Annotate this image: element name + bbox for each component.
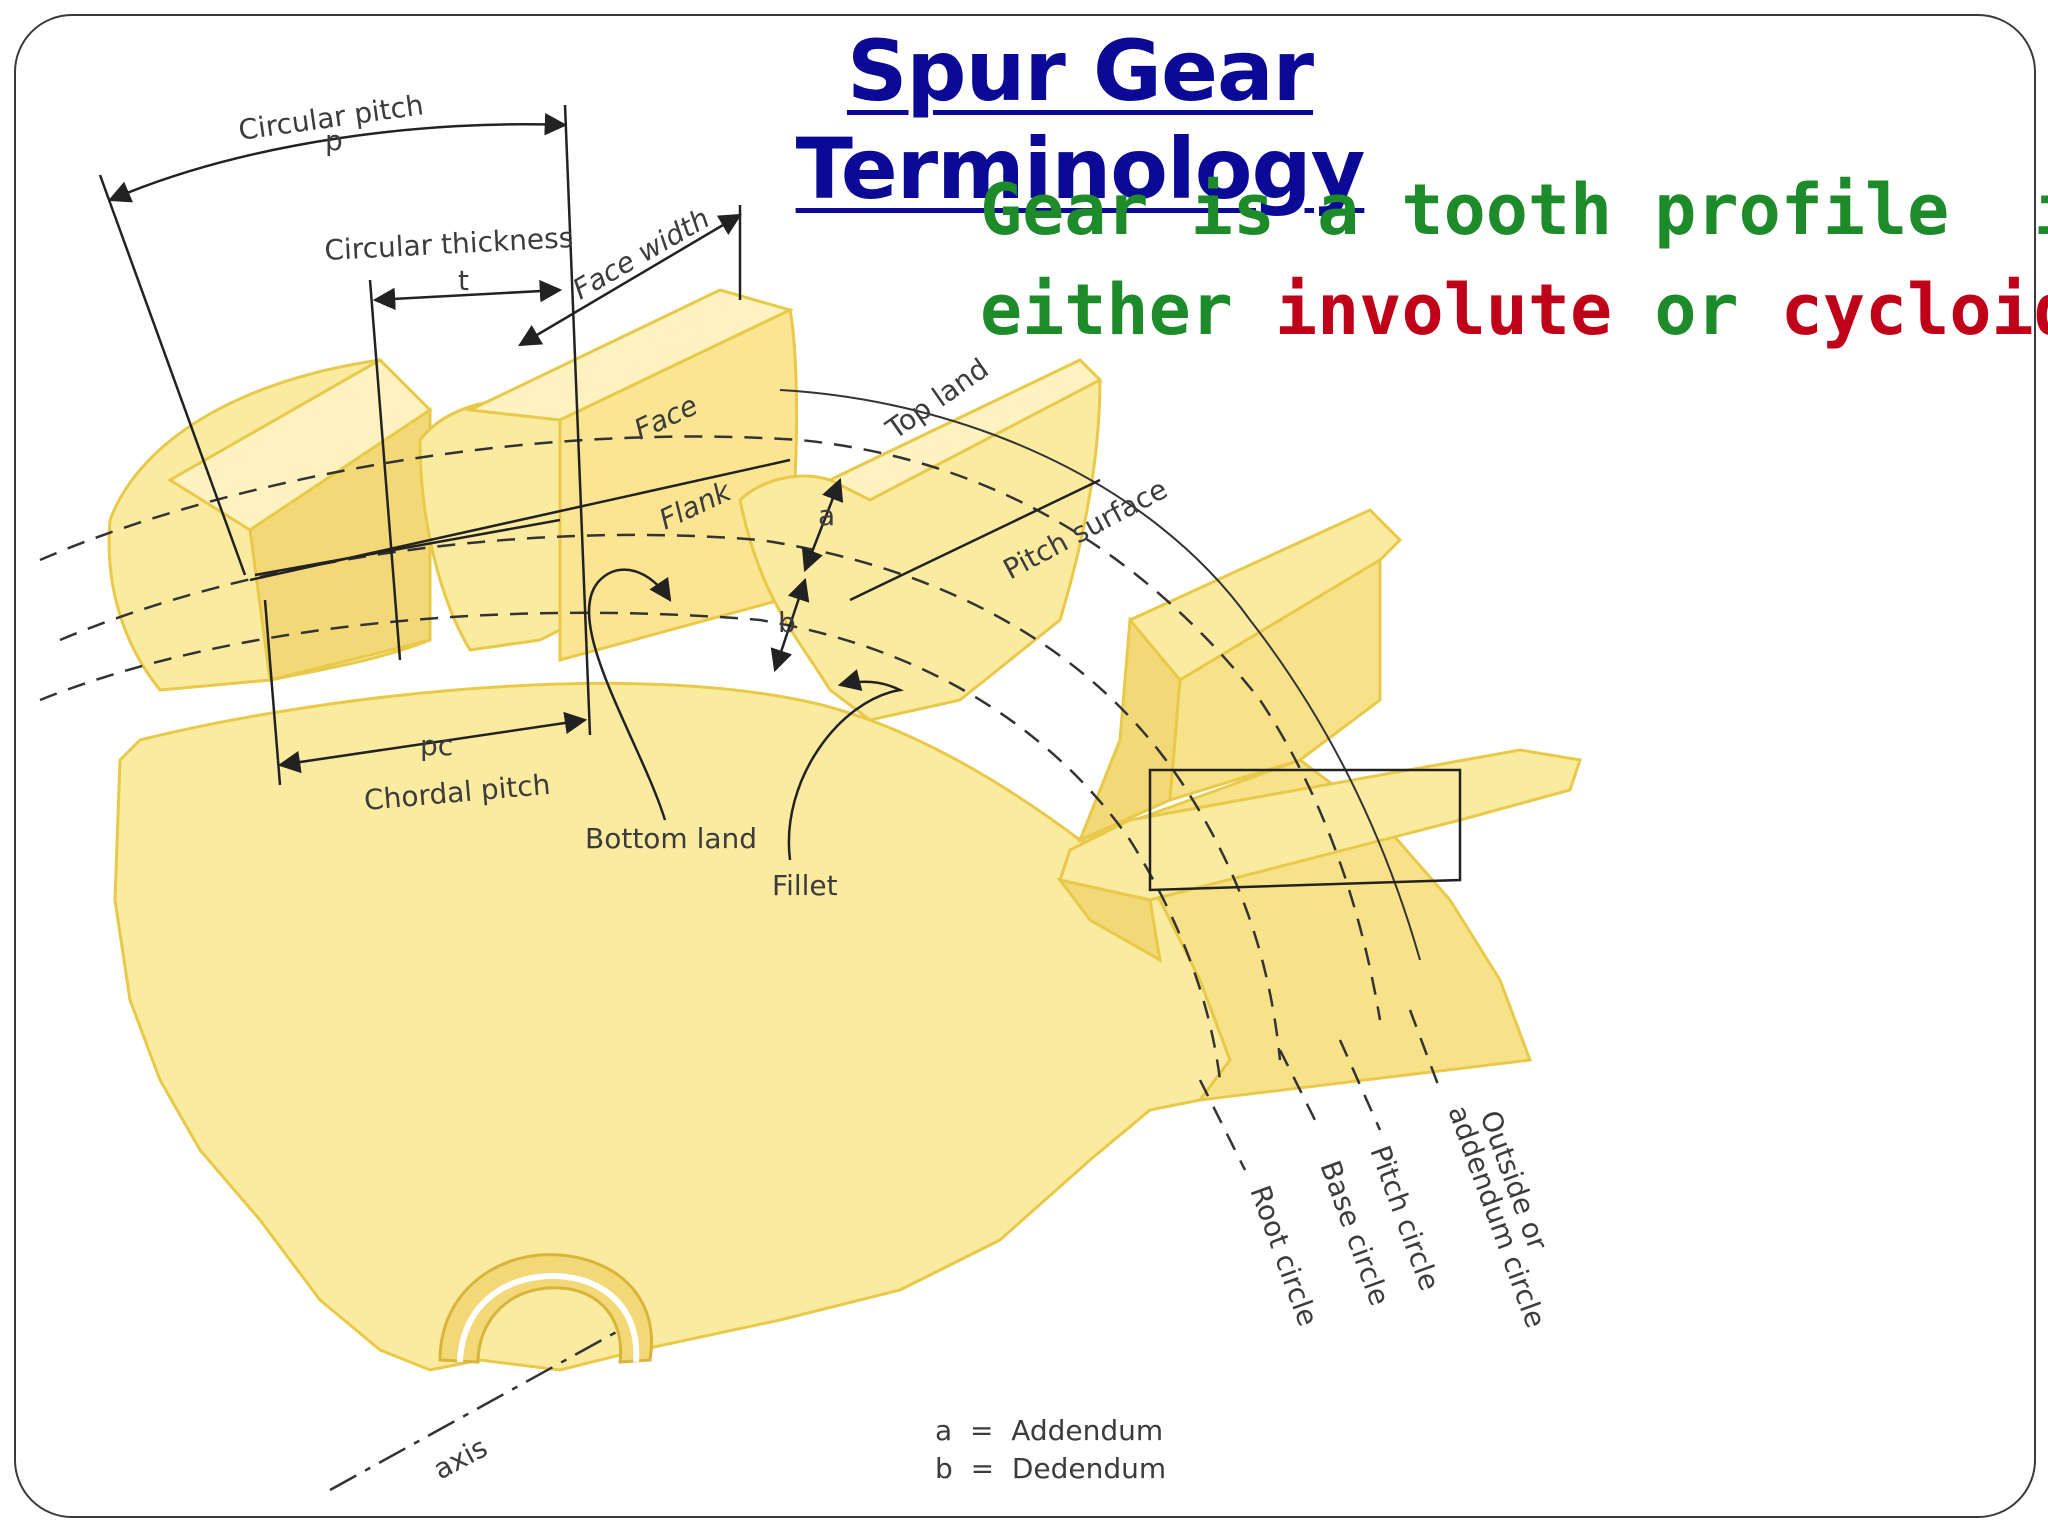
slide-subtitle: Gear is a tooth profile is either involu… — [980, 160, 2048, 360]
chordal-pitch-arrow — [277, 711, 588, 774]
subtitle-or: or — [1612, 269, 1781, 351]
gear-teeth — [107, 288, 1582, 963]
circular-pitch-arrow — [107, 113, 568, 203]
bracket-lines — [1148, 768, 1462, 892]
dedendum-arrow — [770, 577, 810, 673]
subtitle-line-2: either involute or cycloid. — [980, 260, 2048, 360]
chordal-extension-left — [263, 599, 282, 786]
legend-addendum: a = Addendum — [935, 1414, 1163, 1447]
fillet-pointer — [787, 669, 904, 861]
label-face-width: Face width — [567, 201, 715, 306]
top-land-line — [849, 478, 1101, 602]
subtitle-either: either — [980, 269, 1276, 351]
label-dedendum-symbol: b — [778, 606, 796, 639]
label-bottom-land: Bottom land — [585, 822, 757, 855]
pitch-extension-right — [563, 104, 592, 736]
root-line — [39, 611, 1222, 1081]
addendum-arrow — [801, 477, 844, 573]
pitch-extension-left — [98, 174, 247, 576]
subtitle-cycloid: cycloid — [1780, 269, 2048, 351]
face-line — [254, 518, 561, 577]
subtitle-line-1: Gear is a tooth profile is — [980, 169, 2048, 251]
legend-dedendum: b = Dedendum — [935, 1452, 1166, 1485]
outside-arc — [779, 389, 1421, 961]
pitch-line-upper — [39, 435, 1382, 1021]
root-circle-line — [1198, 1079, 1247, 1171]
base-circle-line — [1278, 1049, 1322, 1131]
label-circular-pitch-symbol: p — [325, 124, 343, 157]
face-width-arrow — [518, 213, 742, 347]
label-root-circle: Root circle — [1243, 1181, 1324, 1330]
label-circular-thickness: Circular thickness — [324, 221, 574, 267]
thickness-extension-left — [368, 279, 402, 661]
outside-circle-line — [1408, 1009, 1442, 1091]
label-chordal-pitch-symbol: pc — [420, 729, 453, 762]
bottom-land-pointer — [587, 568, 672, 821]
label-circular-thickness-symbol: t — [458, 264, 469, 297]
subtitle-involute: involute — [1275, 269, 1613, 351]
dimension-lines — [98, 104, 1462, 892]
label-fillet: Fillet — [772, 869, 838, 902]
slide-title: Spur Gear Terminology — [795, 22, 1366, 218]
label-axis: axis — [428, 1431, 493, 1486]
pitch-circle-line — [1338, 1039, 1382, 1131]
label-addendum-symbol: a — [818, 499, 835, 532]
